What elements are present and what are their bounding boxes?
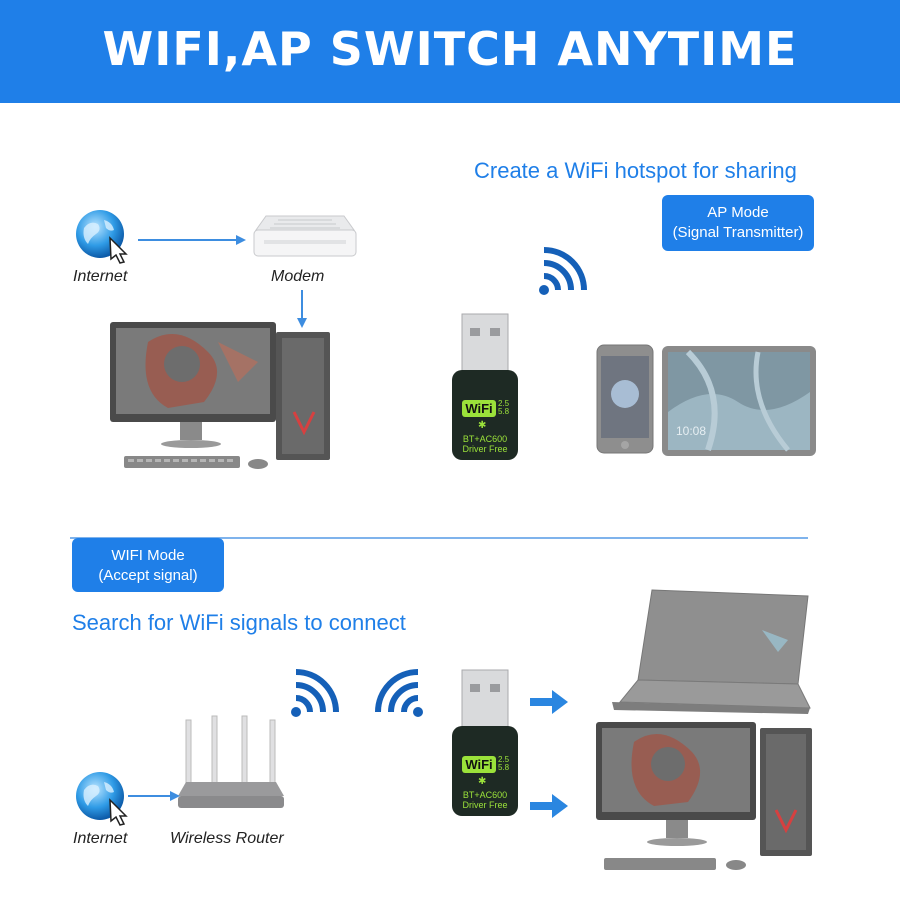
bluetooth-icon: ✱ (478, 420, 487, 431)
desktop-computer-top (110, 322, 330, 469)
usb-wifi-dongle-bottom: WiFi 2.5 5.8 ✱ BT+AC600 Driver Free (440, 668, 530, 818)
wireless-router-icon (178, 715, 284, 808)
wifi-signal-icon (539, 247, 587, 295)
dongle-band: 2.5 5.8 (498, 400, 514, 417)
internet-label-top: Internet (73, 268, 128, 285)
ap-mode-subtitle: (Signal Transmitter) (672, 224, 804, 241)
internet-label-bottom: Internet (73, 830, 128, 847)
globe-icon (76, 210, 128, 264)
router-label: Wireless Router (170, 830, 284, 847)
modem-icon (253, 215, 357, 257)
dongle-band-bottom-2: 5.8 (498, 763, 510, 772)
dongle-driver-bottom: Driver Free (462, 800, 508, 810)
laptop-icon (612, 589, 811, 714)
arrow-to-laptop-icon (530, 690, 568, 714)
tablet-screen: 10:08 (668, 349, 810, 452)
dongle-wifi-badge: WiFi (462, 400, 496, 417)
section-divider (70, 537, 808, 539)
wifi-signal-icon-right (375, 669, 423, 717)
wifi-signal-icon-left (291, 669, 339, 717)
dongle-model-bottom: BT+AC600 (462, 790, 508, 800)
globe-icon-bottom (76, 772, 128, 826)
wifi-mode-title: WIFI Mode (111, 547, 185, 564)
ap-heading: Create a WiFi hotspot for sharing (474, 158, 797, 183)
wifi-heading: Search for WiFi signals to connect (72, 610, 406, 635)
dongle-band-top: 2.5 (498, 399, 510, 408)
dongle-driver: Driver Free (462, 444, 508, 454)
dongle-model: BT+AC600 (462, 434, 508, 444)
wifi-mode-subtitle: (Accept signal) (98, 567, 198, 584)
wifi-mode-badge: WIFI Mode (Accept signal) (72, 538, 224, 592)
usb-wifi-dongle: WiFi 2.5 5.8 ✱ BT+AC600 Driver Free (440, 312, 530, 462)
arrow-to-desktop-icon (530, 794, 568, 818)
page-title: WIFI,AP SWITCH ANYTIME (102, 22, 798, 76)
ap-mode-badge: AP Mode (Signal Transmitter) (662, 195, 814, 251)
modem-label: Modem (271, 268, 325, 285)
arrow-right-icon-bottom (128, 791, 180, 801)
dongle-band-bottom-unit: 2.5 5.8 (498, 756, 514, 773)
tablet-wallpaper (668, 349, 810, 452)
ap-mode-title: AP Mode (707, 204, 769, 221)
dongle-band-bottom: 5.8 (498, 407, 510, 416)
bluetooth-icon-bottom: ✱ (478, 776, 487, 787)
desktop-computer-bottom (596, 722, 812, 870)
arrow-down-icon (297, 290, 307, 328)
dongle-wifi-badge-bottom: WiFi (462, 756, 496, 773)
dongle-band-top-2: 2.5 (498, 755, 510, 764)
header-banner (0, 0, 900, 103)
smartphone-icon (596, 344, 654, 454)
tablet-clock: 10:08 (676, 424, 707, 438)
arrow-right-icon (138, 235, 246, 245)
tablet-device: 10:08 (662, 346, 816, 456)
